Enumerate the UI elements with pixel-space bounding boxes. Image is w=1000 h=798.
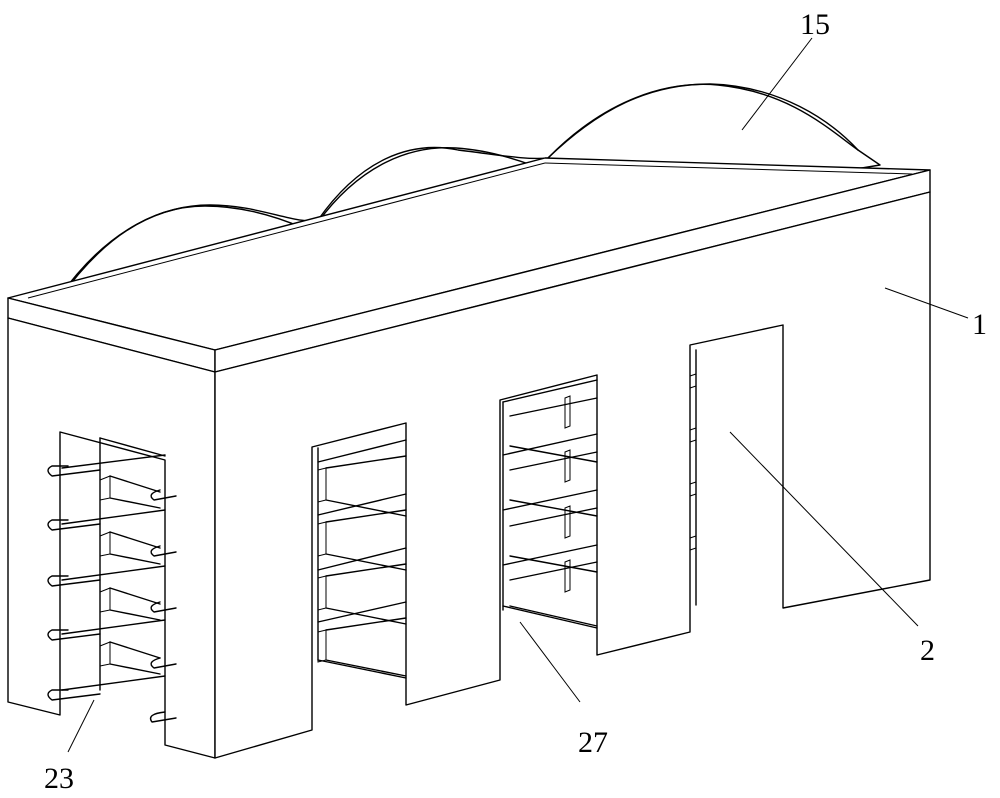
housing-walls [8,192,930,758]
label-housing: 1 [972,308,987,341]
left-rack [62,438,165,690]
leader-lines [68,38,968,752]
label-hooks: 23 [44,762,74,795]
label-shelf: 27 [578,726,608,759]
roof-slab [8,158,930,372]
middle-rack [318,440,406,678]
right-rack [503,380,597,628]
label-door: 2 [920,634,935,667]
door-hinges [690,350,696,605]
label-roof-cover: 15 [800,8,830,41]
hooks-left [48,466,176,722]
